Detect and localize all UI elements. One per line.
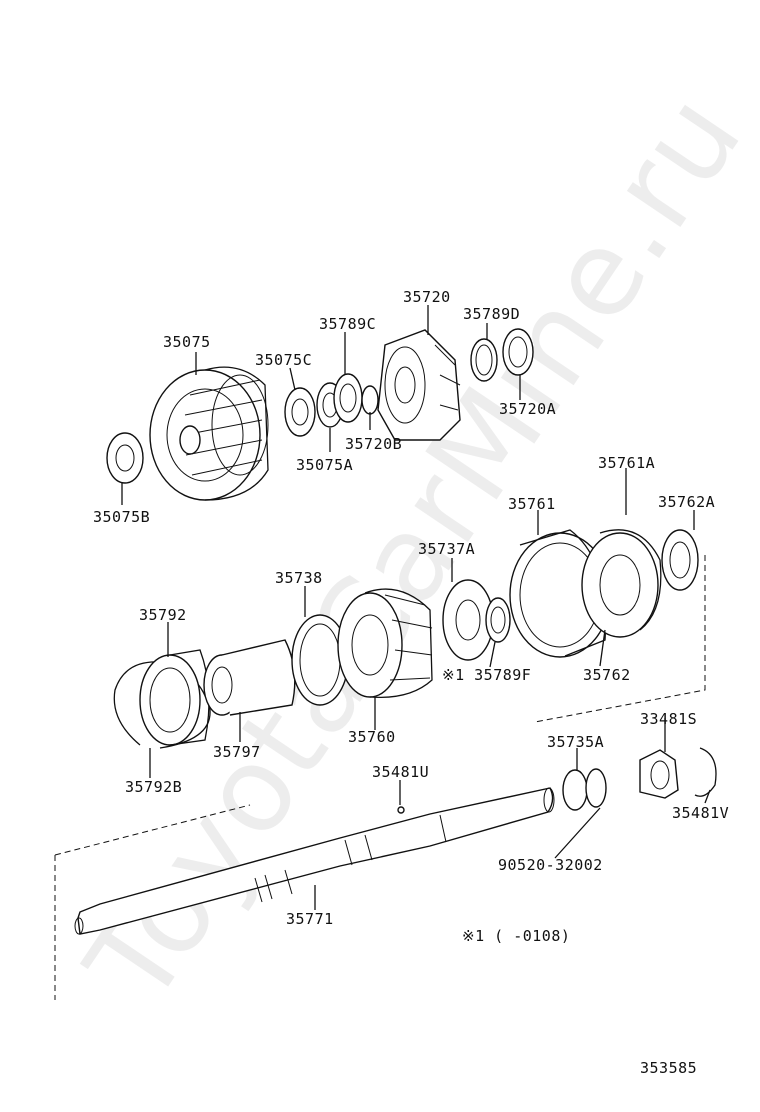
label-35481U: 35481U	[372, 763, 430, 781]
label-35720B: 35720B	[345, 435, 403, 453]
snap-ring-35481V	[694, 747, 717, 797]
label-35762A: 35762A	[658, 493, 716, 511]
label-35720: 35720	[403, 288, 451, 306]
sleeve-35797	[203, 639, 296, 716]
washer-35075B	[106, 432, 144, 484]
diagram-id: 353585	[640, 1059, 698, 1077]
label-90520-32002: 90520-32002	[498, 856, 603, 874]
label-35075B: 35075B	[93, 508, 151, 526]
label-35792: 35792	[139, 606, 187, 624]
label-35789F: ※1 35789F	[442, 666, 532, 684]
washer-35720B	[361, 385, 379, 415]
carrier-35720	[377, 329, 461, 441]
shaft-35771	[74, 787, 555, 935]
footnote-date-range: ※1 ( -0108)	[462, 927, 571, 945]
bearing-35792	[139, 649, 210, 746]
label-35761: 35761	[508, 495, 556, 513]
label-35760: 35760	[348, 728, 396, 746]
label-35075: 35075	[163, 333, 211, 351]
label-35762: 35762	[583, 666, 631, 684]
label-35771: 35771	[286, 910, 334, 928]
label-35792B: 35792B	[125, 778, 183, 796]
label-35481V: 35481V	[672, 804, 730, 822]
gear-35762	[581, 532, 659, 638]
label-33481S: 33481S	[640, 710, 698, 728]
label-35789D: 35789D	[463, 305, 521, 323]
bearing-35789C	[333, 373, 363, 423]
nut-33481S	[639, 749, 679, 799]
washer-35075C	[284, 387, 316, 437]
label-35738: 35738	[275, 569, 323, 587]
bearing-35720A	[502, 328, 534, 376]
ring-35789D	[470, 338, 498, 382]
washer-35737A	[442, 579, 494, 661]
label-35789C: 35789C	[319, 315, 377, 333]
bearing-35762A	[661, 529, 699, 591]
carrier-35760	[337, 588, 433, 699]
drum-35075	[149, 366, 269, 501]
dashed-outline-bottom	[54, 804, 251, 1000]
label-35075C: 35075C	[255, 351, 313, 369]
bearing-35789F	[485, 597, 511, 643]
label-35761A: 35761A	[598, 454, 656, 472]
leader-lines	[121, 305, 711, 910]
label-35737A: 35737A	[418, 540, 476, 558]
label-35720A: 35720A	[499, 400, 557, 418]
dashed-outline-middle	[534, 555, 706, 723]
snap-ring-35761A	[599, 529, 662, 631]
label-35797: 35797	[213, 743, 261, 761]
label-35735A: 35735A	[547, 733, 605, 751]
label-35075A: 35075A	[296, 456, 354, 474]
rings-35735A	[562, 768, 607, 811]
